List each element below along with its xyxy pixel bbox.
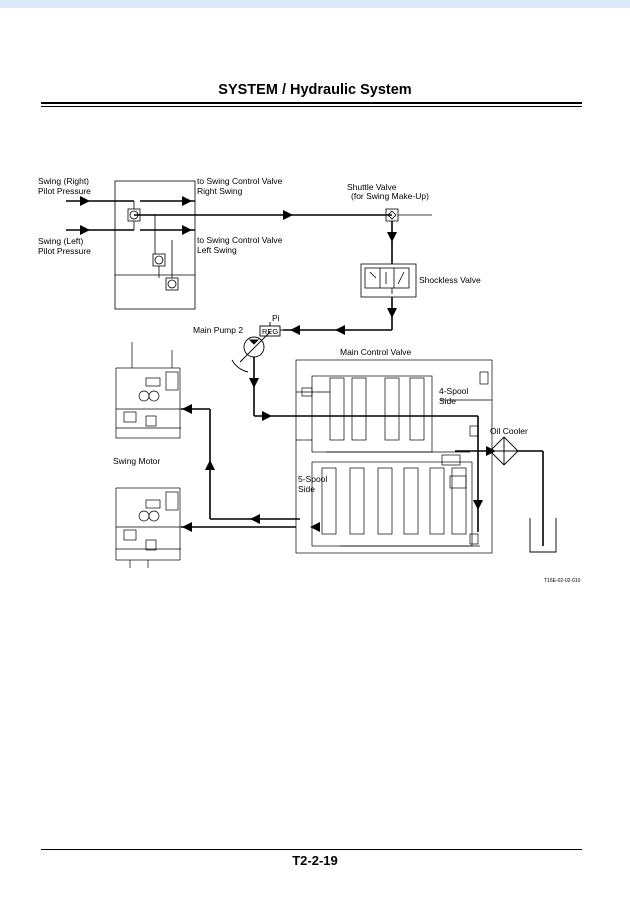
main-control-valve <box>295 359 493 554</box>
header-rule-thin <box>41 106 582 107</box>
figure-code: T16E-02-02-010 <box>544 578 581 584</box>
label-4-spool: 4-Spool <box>439 386 468 396</box>
label-shuttle-valve: Shuttle Valve <box>347 182 397 192</box>
label-reg: REG <box>262 327 278 336</box>
label-oil-cooler: Oil Cooler <box>490 426 528 436</box>
shuttle-valve <box>385 208 432 222</box>
swing-motor-upper <box>115 342 181 439</box>
shockless-valve <box>360 263 417 298</box>
label-to-right: to Swing Control Valve <box>197 176 283 186</box>
label-right-swing: Right Swing <box>197 186 243 196</box>
swing-motor-lower <box>115 487 181 568</box>
pilot-valve-block <box>114 180 196 310</box>
page-number: T2-2-19 <box>292 853 338 868</box>
label-swing-left-pilot: Pilot Pressure <box>38 246 91 256</box>
label-main-control-valve: Main Control Valve <box>340 347 411 357</box>
label-pi: Pi <box>272 313 280 323</box>
header-rule-thick <box>41 102 582 104</box>
footer-rule <box>41 849 582 850</box>
label-swing-right: Swing (Right) <box>38 176 89 186</box>
label-shockless-valve: Shockless Valve <box>419 275 481 285</box>
label-left-swing: Left Swing <box>197 245 237 255</box>
label-shuttle-valve-sub: (for Swing Make-Up) <box>351 191 429 201</box>
label-4-spool-side: Side <box>439 396 456 406</box>
label-swing-left: Swing (Left) <box>38 236 84 246</box>
label-5-spool-side: Side <box>298 484 315 494</box>
top-color-bar <box>0 0 630 8</box>
label-to-left: to Swing Control Valve <box>197 235 283 245</box>
label-5-spool: 5-Spool <box>298 474 327 484</box>
label-swing-right-pilot: Pilot Pressure <box>38 186 91 196</box>
oil-cooler <box>489 436 519 466</box>
hydraulic-tank <box>529 518 557 553</box>
label-main-pump: Main Pump 2 <box>193 325 243 335</box>
label-swing-motor: Swing Motor <box>113 456 160 466</box>
page-title: SYSTEM / Hydraulic System <box>218 82 412 98</box>
diagram-labels: Swing (Right) Pilot Pressure Swing (Left… <box>38 176 581 584</box>
